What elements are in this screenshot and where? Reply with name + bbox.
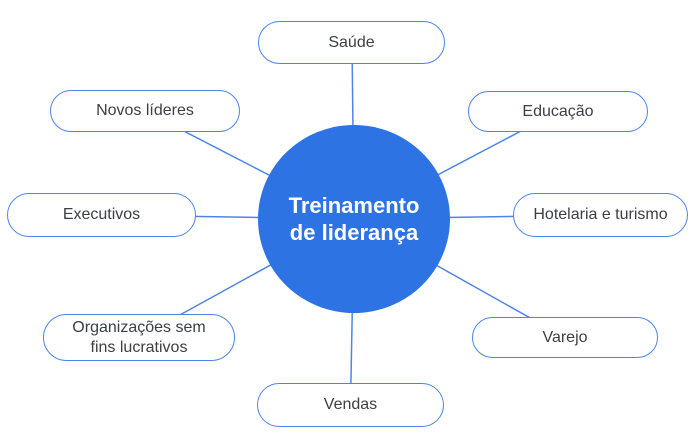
topic-node-label: Executivos	[62, 206, 141, 224]
topic-node-saude: Saúde	[258, 21, 445, 64]
topic-node-vendas: Vendas	[257, 383, 444, 427]
topic-node-novos-lideres: Novos líderes	[50, 90, 240, 132]
central-topic-label: Treinamento de liderança	[288, 192, 420, 246]
topic-node-label: Vendas	[323, 396, 378, 414]
topic-node-label: Organizações sem fins lucrativos	[72, 319, 206, 356]
topic-node-label: Saúde	[328, 33, 375, 51]
central-topic-circle: Treinamento de liderança	[258, 125, 450, 313]
topic-node-organizacoes-sem-fins-lucrativos: Organizações sem fins lucrativos	[43, 314, 235, 361]
topic-node-label: Hotelaria e turismo	[533, 206, 668, 224]
topic-node-label: Novos líderes	[96, 102, 194, 120]
topic-node-varejo: Varejo	[472, 317, 658, 358]
topic-node-executivos: Executivos	[7, 193, 196, 237]
topic-node-educacao: Educação	[468, 91, 648, 132]
topic-node-label: Varejo	[542, 328, 588, 346]
topic-node-hotelaria-e-turismo: Hotelaria e turismo	[513, 193, 688, 237]
topic-node-label: Educação	[522, 102, 594, 120]
